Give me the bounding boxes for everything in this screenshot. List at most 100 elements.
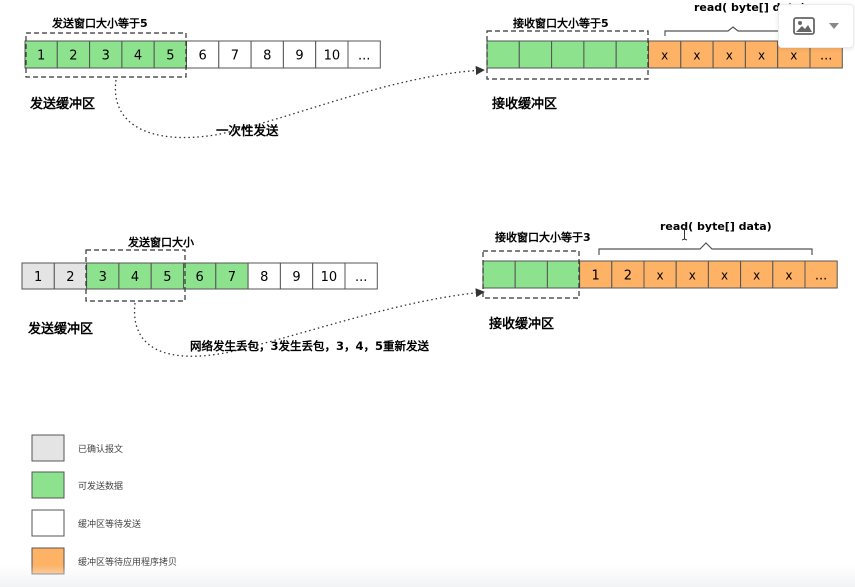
top-recv-cell-6 xyxy=(648,40,682,69)
bottom-send-cell-4-text: 4 xyxy=(131,270,139,285)
top-send-cell-11 xyxy=(347,40,381,69)
top-recv-cell-10-text: x xyxy=(790,49,797,63)
bottom-send-cell-6-text: 6 xyxy=(196,270,204,285)
top-read-brace xyxy=(664,26,778,36)
image-dropdown-button[interactable] xyxy=(821,11,847,41)
top-recv-cell-9-text: x xyxy=(758,49,765,63)
text-cursor-icon xyxy=(681,227,688,241)
bottom-recv-cell-10-text: x xyxy=(785,269,792,283)
bottom-recv-cell-8 xyxy=(707,260,742,289)
bottom-recv-cell-2 xyxy=(514,260,548,289)
bottom-send-cell-8-text: 8 xyxy=(260,270,268,285)
top-recv-cell-5 xyxy=(615,40,650,69)
bottom-recv-cell-7 xyxy=(675,260,709,289)
top-recv-window-label: 接收窗口大小等于5 xyxy=(513,16,609,30)
bottom-recv-cell-3 xyxy=(546,260,581,289)
bottom-send-cell-8 xyxy=(247,262,281,290)
top-transfer-arrow xyxy=(114,65,485,139)
top-send-cell-1 xyxy=(24,40,58,69)
top-recv-window-frame xyxy=(486,30,649,80)
top-send-cell-4-text: 4 xyxy=(134,49,142,64)
bottom-recv-cell-11-text: ... xyxy=(815,269,827,284)
top-send-cell-11-text: ... xyxy=(358,49,370,64)
top-recv-cell-4 xyxy=(583,40,617,69)
top-recv-cell-1 xyxy=(486,40,520,69)
legend-label-acked: 已确认报文 xyxy=(78,443,123,455)
top-send-cell-9-text: 9 xyxy=(295,49,303,64)
top-send-cell-3 xyxy=(89,40,123,69)
bottom-send-cell-2-text: 2 xyxy=(66,270,74,285)
image-button[interactable] xyxy=(787,11,821,41)
top-send-cell-8 xyxy=(250,40,284,69)
bottom-send-cell-7-text: 7 xyxy=(228,270,236,285)
bottom-recv-window-frame xyxy=(482,250,580,299)
legend-swatch-acked xyxy=(31,434,65,462)
image-toolbar xyxy=(778,4,854,48)
top-recv-cell-6-text: x xyxy=(661,49,668,63)
top-send-cell-6 xyxy=(186,40,220,69)
bottom-recv-cell-4 xyxy=(579,260,613,289)
top-send-cell-9 xyxy=(282,40,317,69)
legend-swatch-sendable xyxy=(31,471,65,499)
bottom-send-cell-10 xyxy=(312,262,346,290)
bottom-retransmit-label: 网络发生丢包，3发生丢包，3，4，5重新发送 xyxy=(190,339,430,353)
top-recv-cell-8-text: x xyxy=(726,49,733,63)
bottom-recv-cell-6 xyxy=(643,260,677,289)
top-recv-buffer-label: 接收缓冲区 xyxy=(492,96,557,112)
top-send-cell-5 xyxy=(153,40,187,69)
top-send-cell-10 xyxy=(315,40,349,69)
bottom-recv-cell-5-text: 2 xyxy=(624,269,632,284)
bottom-recv-window-label: 接收窗口大小等于3 xyxy=(495,230,591,244)
top-recv-cell-7 xyxy=(680,40,714,69)
top-transfer-label: 一次性发送 xyxy=(216,123,279,138)
bottom-recv-buffer-label: 接收缓冲区 xyxy=(489,316,554,332)
bottom-read-brace xyxy=(598,242,813,255)
bottom-send-cell-3 xyxy=(86,262,120,290)
top-recv-cell-11-text: ... xyxy=(820,49,832,64)
top-send-window-label: 发送窗口大小等于5 xyxy=(51,16,148,30)
image-icon xyxy=(793,17,815,35)
bottom-send-cell-11-text: ... xyxy=(355,270,367,285)
top-recv-cell-8 xyxy=(712,40,746,69)
bottom-send-buffer-label: 发送缓冲区 xyxy=(27,321,93,337)
top-recv-cell-7-text: x xyxy=(693,49,700,63)
bottom-send-cell-10-text: 10 xyxy=(321,270,338,285)
bottom-read-label: read( byte[] data) xyxy=(660,220,772,233)
top-send-cell-3-text: 3 xyxy=(102,49,110,64)
legend-swatch-waiting xyxy=(31,509,65,537)
bottom-send-cell-3-text: 3 xyxy=(99,270,107,285)
top-send-cell-6-text: 6 xyxy=(199,49,207,64)
top-send-cell-7-text: 7 xyxy=(231,49,239,64)
top-send-buffer-label: 发送缓冲区 xyxy=(29,96,95,112)
top-send-cell-7 xyxy=(218,40,252,69)
top-send-cell-5-text: 5 xyxy=(166,49,174,64)
top-recv-cell-2 xyxy=(518,40,553,69)
top-send-cell-2 xyxy=(56,40,91,69)
legend-label-sendable: 可发送数据 xyxy=(78,480,123,492)
chevron-down-icon xyxy=(829,23,839,29)
bottom-send-cell-1-text: 1 xyxy=(34,270,42,285)
bottom-recv-cell-4-text: 1 xyxy=(592,269,600,284)
top-send-window-frame xyxy=(25,32,187,78)
legend-label-waiting: 缓冲区等待发送 xyxy=(78,518,141,530)
top-send-cell-10-text: 10 xyxy=(324,49,341,64)
bottom-fade xyxy=(0,565,855,587)
bottom-recv-cell-6-text: x xyxy=(657,269,664,283)
bottom-send-cell-2 xyxy=(53,262,88,290)
top-send-cell-1-text: 1 xyxy=(37,49,45,64)
bottom-recv-cell-5 xyxy=(611,260,645,289)
bottom-recv-cell-9-text: x xyxy=(753,269,760,283)
bottom-recv-cell-7-text: x xyxy=(689,269,696,283)
top-recv-cell-3 xyxy=(551,40,585,69)
bottom-send-cell-9-text: 9 xyxy=(292,270,300,285)
top-read-label: read( byte[] data) xyxy=(694,1,806,14)
bottom-send-cell-6 xyxy=(183,262,217,290)
top-recv-cell-9 xyxy=(744,40,779,69)
bottom-send-cell-7 xyxy=(215,262,249,290)
